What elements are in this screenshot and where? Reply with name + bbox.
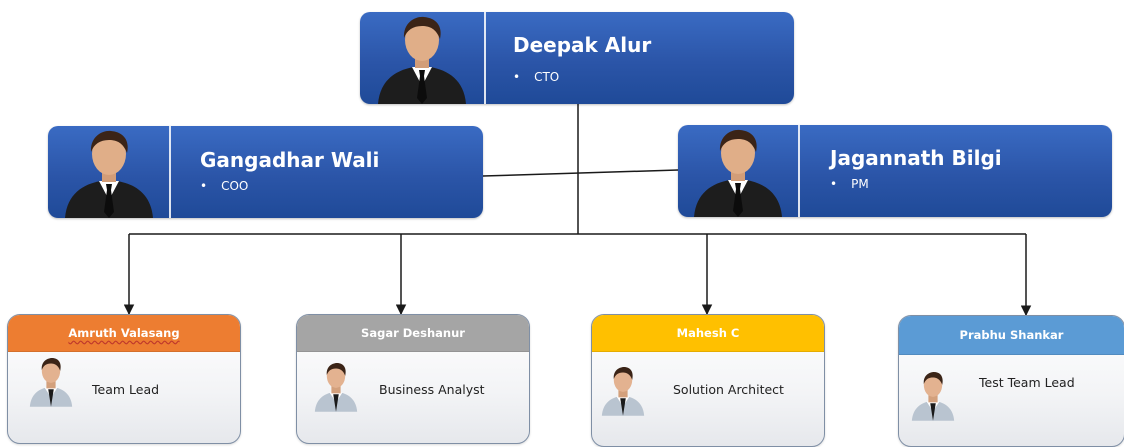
person-icon — [911, 372, 955, 421]
team-card-mahesh[interactable]: Mahesh C Solution Architect — [591, 314, 825, 447]
team-member-role: Solution Architect — [673, 382, 784, 397]
person-icon — [694, 129, 782, 217]
exec-role-label: PM — [851, 177, 869, 191]
exec-role: • PM — [830, 177, 869, 191]
exec-role-label: COO — [221, 179, 249, 193]
exec-card-pm[interactable]: Jagannath Bilgi • PM — [678, 125, 1112, 217]
team-member-name: Sagar Deshanur — [361, 326, 465, 340]
exec-role-label: CTO — [534, 70, 560, 84]
exec-card-cto[interactable]: Deepak Alur • CTO — [360, 12, 794, 104]
connector-coo-pm — [482, 169, 679, 177]
team-card-header: Mahesh C — [592, 315, 824, 352]
person-icon — [601, 367, 645, 416]
team-member-role: Test Team Lead — [979, 375, 1075, 390]
exec-photo — [678, 125, 800, 217]
exec-role: • COO — [200, 179, 248, 193]
person-icon — [314, 363, 358, 412]
team-card-sagar[interactable]: Sagar Deshanur Business Analyst — [296, 314, 530, 444]
team-card-header: Amruth Valasang — [8, 315, 240, 352]
person-icon — [378, 16, 466, 104]
person-icon — [64, 130, 153, 218]
team-card-header: Prabhu Shankar — [899, 316, 1124, 355]
bullet-icon: • — [513, 70, 521, 84]
team-member-role: Business Analyst — [379, 382, 485, 397]
exec-photo — [48, 126, 171, 218]
team-card-header: Sagar Deshanur — [297, 315, 529, 352]
person-icon — [29, 358, 73, 407]
exec-photo — [360, 12, 486, 104]
bullet-icon: • — [830, 177, 838, 191]
exec-role: • CTO — [513, 70, 559, 84]
team-member-name: Amruth Valasang — [68, 326, 180, 340]
team-member-role: Team Lead — [92, 382, 160, 397]
exec-name: Deepak Alur — [513, 33, 652, 57]
exec-card-coo[interactable]: Gangadhar Wali • COO — [48, 126, 483, 218]
exec-name: Gangadhar Wali — [200, 148, 380, 172]
team-card-amruth[interactable]: Amruth Valasang Team Lead — [7, 314, 241, 444]
exec-name: Jagannath Bilgi — [830, 146, 1002, 170]
team-member-name: Mahesh C — [676, 326, 740, 340]
bullet-icon: • — [200, 179, 208, 193]
team-card-prabhu[interactable]: Prabhu Shankar Test Team Lead — [898, 315, 1124, 447]
team-member-name: Prabhu Shankar — [959, 328, 1064, 342]
